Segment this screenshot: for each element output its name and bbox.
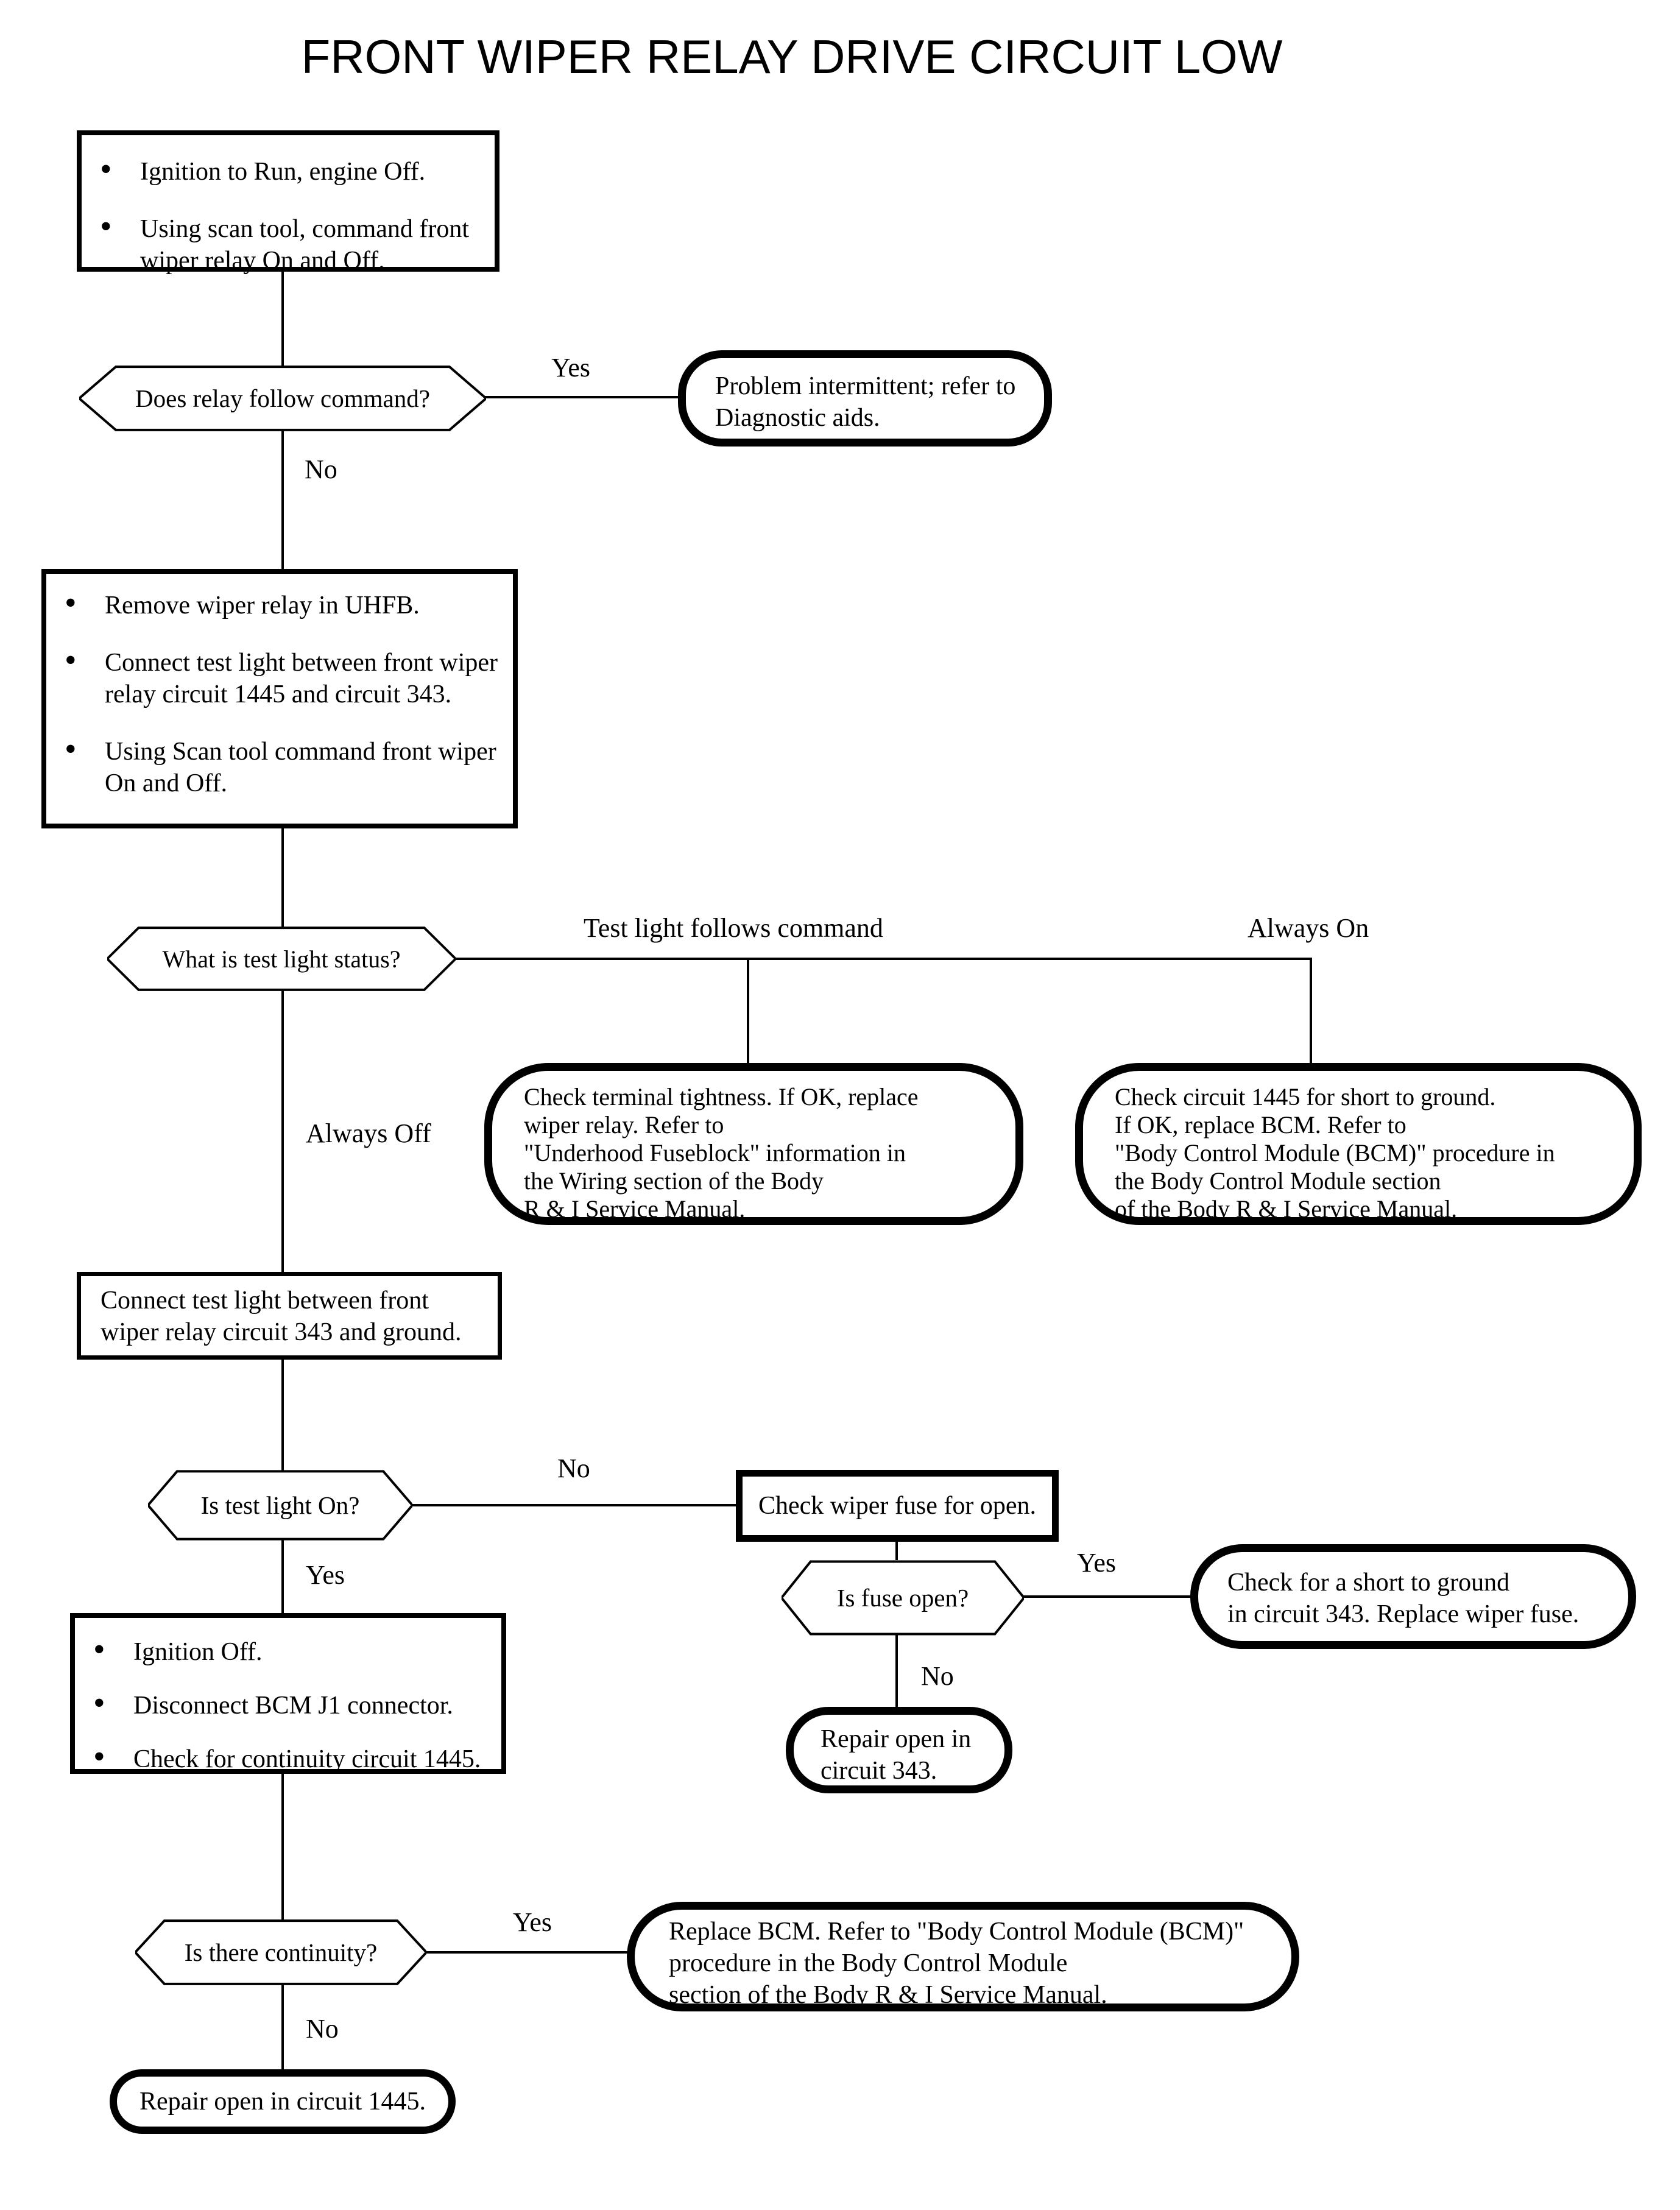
edge-test-light-no-line (411, 1504, 737, 1506)
node-problem-intermittent-terminal: Problem intermittent; refer to Diagnosti… (678, 350, 1052, 447)
node-repair-open-343-terminal: Repair open in circuit 343. (786, 1707, 1012, 1793)
edge-relay-follow-yes-label: Yes (551, 353, 591, 383)
edge-fuse-open-no-line (895, 1634, 898, 1707)
edge-test-light-yes-line (281, 1539, 284, 1614)
hexagon-shape (107, 927, 456, 991)
bullet-item: Check for continuity circuit 1445. (75, 1741, 495, 1775)
edge-start-to-relay-follow-line (281, 272, 284, 368)
hexagon-label: What is test light status? (162, 945, 401, 973)
edge-connect343-to-testlight-line (281, 1358, 284, 1471)
page-title: FRONT WIPER RELAY DRIVE CIRCUIT LOW (301, 30, 1283, 83)
terminal-text: Repair open in circuit 1445. (139, 2088, 426, 2116)
hexagon-label: Does relay follow command? (135, 384, 430, 412)
node-repair-open-1445-terminal: Repair open in circuit 1445. (110, 2069, 456, 2134)
edge-continuity-yes-line (425, 1951, 628, 1954)
edge-status-always-on-label: Always On (1248, 913, 1369, 943)
hexagon-shape (79, 365, 486, 431)
edge-continuity-no-line (281, 1984, 284, 2069)
edge-fuse-open-yes-line (1023, 1595, 1190, 1598)
edge-fuse-open-no-label: No (921, 1661, 954, 1691)
bullet-item: Remove wiper relay in UHFB. (46, 587, 501, 621)
node-relay-follow-decision: Does relay follow command? (79, 365, 486, 431)
terminal-text: Repair open in circuit 343. (821, 1725, 972, 1785)
edge-relay-follow-no-line (281, 430, 284, 570)
terminal-text: Replace BCM. Refer to "Body Control Modu… (669, 1918, 1244, 2009)
node-replace-bcm-terminal: Replace BCM. Refer to "Body Control Modu… (627, 1902, 1299, 2011)
bullet-item: Disconnect BCM J1 connector. (75, 1687, 495, 1721)
node-connect-test-light-343-box: Connect test light between front wiper r… (77, 1272, 502, 1360)
edge-continuity-no-label: No (306, 2014, 339, 2044)
node-check-circuit-1445-short-terminal: Check circuit 1445 for short to ground. … (1075, 1063, 1642, 1225)
edge-status-always-off-label: Always Off (306, 1118, 431, 1148)
node-check-wiper-fuse-box: Check wiper fuse for open. (736, 1470, 1059, 1542)
node-start-box: Ignition to Run, engine Off. Using scan t… (77, 130, 499, 275)
node-continuity-decision: Is there continuity? (135, 1919, 426, 1985)
box-text: Connect test light between front wiper r… (101, 1287, 462, 1346)
bullet-item: Connect test light between front wiper r… (46, 644, 501, 710)
node-ignition-off-box: Ignition Off. Disconnect BCM J1 connector… (70, 1613, 506, 1774)
bullet-item: Using scan tool, command front wiper rel… (82, 211, 482, 277)
edge-status-branch-line (454, 958, 1312, 960)
bullet-list: Ignition to Run, engine Off. Using scan t… (82, 154, 482, 277)
hexagon-label: Is test light On? (200, 1491, 360, 1519)
node-fuse-open-decision: Is fuse open? (782, 1560, 1024, 1636)
box-text: Check wiper fuse for open. (758, 1492, 1036, 1520)
edge-status-always-off-line (281, 990, 284, 1273)
edge-relay-follow-no-label: No (305, 454, 337, 484)
hexagon-shape (135, 1919, 426, 1985)
node-test-light-on-decision: Is test light On? (148, 1470, 412, 1541)
terminal-text: Check terminal tightness. If OK, replace… (524, 1083, 919, 1223)
edge-status-follows-label: Test light follows command (584, 913, 883, 943)
bullet-item: Ignition Off. (75, 1634, 495, 1668)
edge-status-follows-drop-line (747, 958, 749, 1064)
hexagon-label: Is there continuity? (184, 1938, 378, 1966)
node-check-short-343-terminal: Check for a short to ground in circuit 3… (1190, 1544, 1636, 1649)
hexagon-shape (148, 1470, 412, 1541)
edge-fuse-open-yes-label: Yes (1077, 1548, 1117, 1578)
edge-status-always-on-drop-line (1310, 958, 1312, 1064)
node-check-terminal-tightness-terminal: Check terminal tightness. If OK, replace… (484, 1063, 1023, 1225)
terminal-text: Problem intermittent; refer to Diagnosti… (715, 372, 1016, 432)
bullet-list: Ignition Off. Disconnect BCM J1 connector… (75, 1634, 495, 1775)
edge-continuity-yes-label: Yes (513, 1907, 552, 1937)
bullet-list: Remove wiper relay in UHFB. Connect test … (46, 587, 501, 799)
hexagon-label: Is fuse open? (836, 1584, 969, 1612)
hexagon-shape (782, 1560, 1024, 1636)
edge-test-light-yes-label: Yes (306, 1560, 345, 1590)
node-setup-test-light-box: Remove wiper relay in UHFB. Connect test … (41, 569, 518, 828)
edge-setup-to-status-line (281, 827, 284, 928)
edge-ignitionoff-to-continuity-line (281, 1773, 284, 1921)
node-test-light-status-decision: What is test light status? (107, 927, 456, 991)
bullet-item: Ignition to Run, engine Off. (82, 154, 482, 188)
terminal-text: Check circuit 1445 for short to ground. … (1115, 1083, 1555, 1223)
edge-relay-follow-yes-line (485, 396, 679, 398)
terminal-text: Check for a short to ground in circuit 3… (1227, 1569, 1579, 1628)
edge-fuse-check-to-decision-line (895, 1541, 898, 1560)
bullet-item: Using Scan tool command front wiper On a… (46, 733, 501, 799)
edge-test-light-no-label: No (557, 1453, 590, 1483)
